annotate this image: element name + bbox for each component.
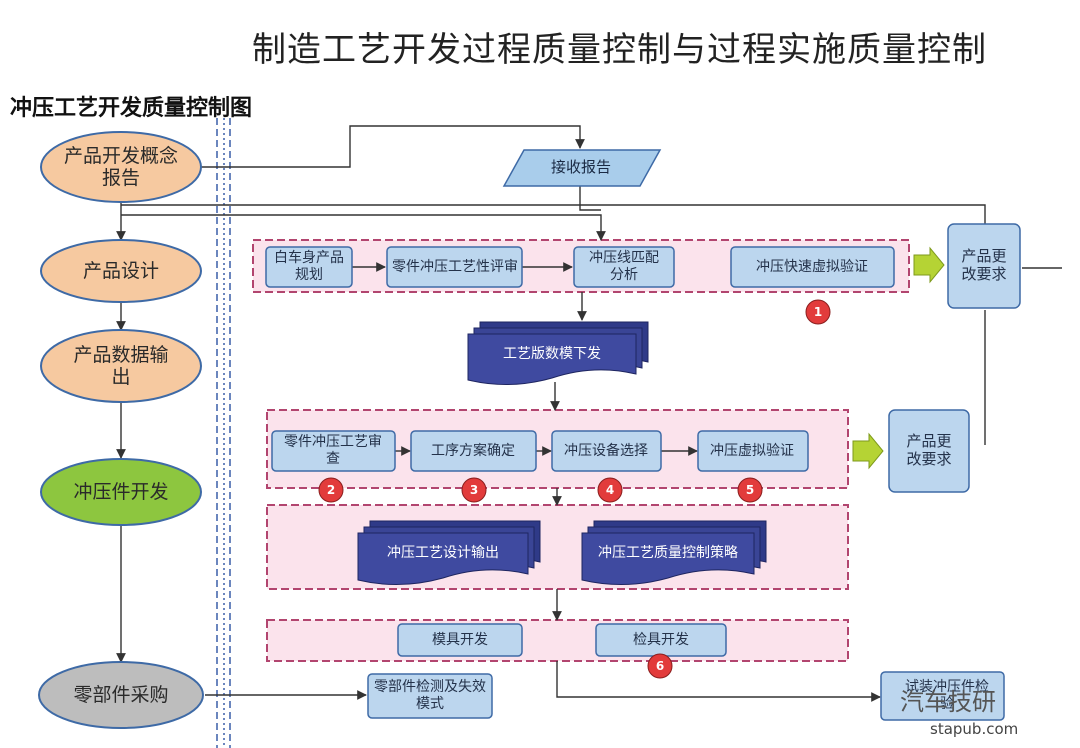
doc-design-output-shape (357, 520, 541, 585)
green-arrow-1 (913, 246, 945, 284)
doc-release-shape (467, 321, 649, 385)
trial-box (880, 671, 1005, 721)
marker-3 (461, 477, 487, 503)
marker-1 (805, 299, 831, 325)
oval-data (40, 329, 202, 403)
oval-stamping (40, 458, 202, 526)
g2-box-4 (697, 430, 809, 472)
marker-4 (597, 477, 623, 503)
site-watermark: stapub.com (930, 720, 1019, 738)
doc-quality-strategy-shape (581, 520, 767, 585)
g1-box-3 (573, 246, 675, 288)
receive-report-shape (502, 149, 662, 187)
marker-2 (318, 477, 344, 503)
change-request-2-box (888, 409, 970, 493)
marker-6 (647, 653, 673, 679)
g4-box-1 (397, 623, 523, 657)
wechat-watermark: 汽车技研 (900, 688, 996, 716)
page-title: 制造工艺开发过程质量控制与过程实施质量控制 (252, 30, 987, 70)
diagram-subtitle: 冲压工艺开发质量控制图 (10, 96, 253, 121)
inspection-box (367, 673, 493, 719)
g2-box-2 (410, 430, 537, 472)
g1-box-1 (265, 246, 353, 288)
oval-concept (40, 131, 202, 203)
oval-design (40, 239, 202, 303)
g1-box-4 (730, 246, 895, 288)
green-arrow-2 (852, 432, 884, 470)
g2-box-3 (551, 430, 662, 472)
g2-box-1 (271, 430, 396, 472)
group-4-frame (266, 619, 849, 662)
change-request-1-box (947, 223, 1021, 309)
marker-5 (737, 477, 763, 503)
g4-box-2 (595, 623, 727, 657)
g1-box-2 (386, 246, 523, 288)
oval-purchase (38, 661, 204, 729)
